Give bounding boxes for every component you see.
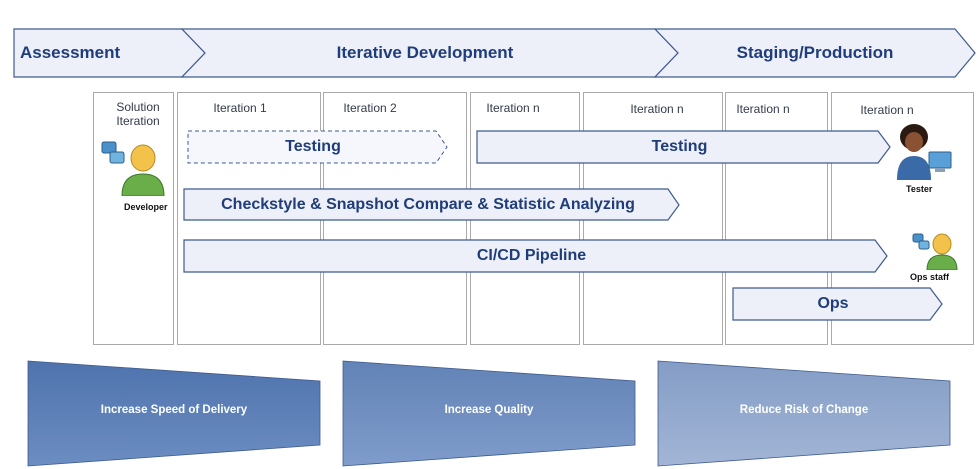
column-label-iteration-n-2: Iteration n	[630, 102, 684, 116]
tester-label: Tester	[906, 184, 933, 194]
benefit-quality-shape	[342, 360, 636, 467]
phase-chevrons	[13, 28, 976, 78]
ops-arrow	[732, 287, 943, 321]
column-label-iteration-2: Iteration 2	[343, 101, 397, 115]
benefit-speed-shape	[27, 360, 321, 467]
column-solution-iteration	[93, 92, 174, 345]
checkstyle-label: Checkstyle & Snapshot Compare & Statisti…	[221, 195, 635, 213]
ops-staff-icon	[912, 230, 960, 271]
ops-staff-label: Ops staff	[910, 272, 950, 282]
testing-label: Testing	[651, 138, 708, 155]
cicd-pipeline-label: CI/CD Pipeline	[476, 247, 587, 264]
phase-staging-production-label: Staging/Production	[736, 43, 894, 62]
staging-production-chevron	[653, 28, 976, 78]
developer-icon	[100, 136, 170, 197]
column-label-iteration-n-3: Iteration n	[736, 102, 790, 116]
tester-icon	[895, 122, 955, 180]
column-label-solution-iteration: Solution Iteration	[116, 100, 160, 128]
phase-iterative-development-label: Iterative Development	[336, 43, 514, 62]
cicd-pipeline-arrow	[183, 239, 888, 273]
column-label-iteration-n-1: Iteration n	[486, 101, 540, 115]
benefit-risk-label: Reduce Risk of Change	[739, 404, 869, 416]
ops-label: Ops	[817, 295, 849, 312]
column-label-iteration-n-4: Iteration n	[860, 103, 914, 117]
testing-planned-arrow	[187, 130, 448, 164]
checkstyle-arrow	[183, 188, 680, 221]
benefit-quality-label: Increase Quality	[444, 404, 534, 416]
benefit-risk-shape	[657, 360, 951, 467]
column-label-iteration-1: Iteration 1	[213, 101, 267, 115]
phase-assessment-label: Assessment	[20, 43, 121, 62]
testing-planned-label: Testing	[285, 138, 341, 155]
testing-arrow	[476, 130, 891, 164]
developer-label: Developer	[124, 202, 168, 212]
benefit-speed-label: Increase Speed of Delivery	[100, 404, 248, 416]
